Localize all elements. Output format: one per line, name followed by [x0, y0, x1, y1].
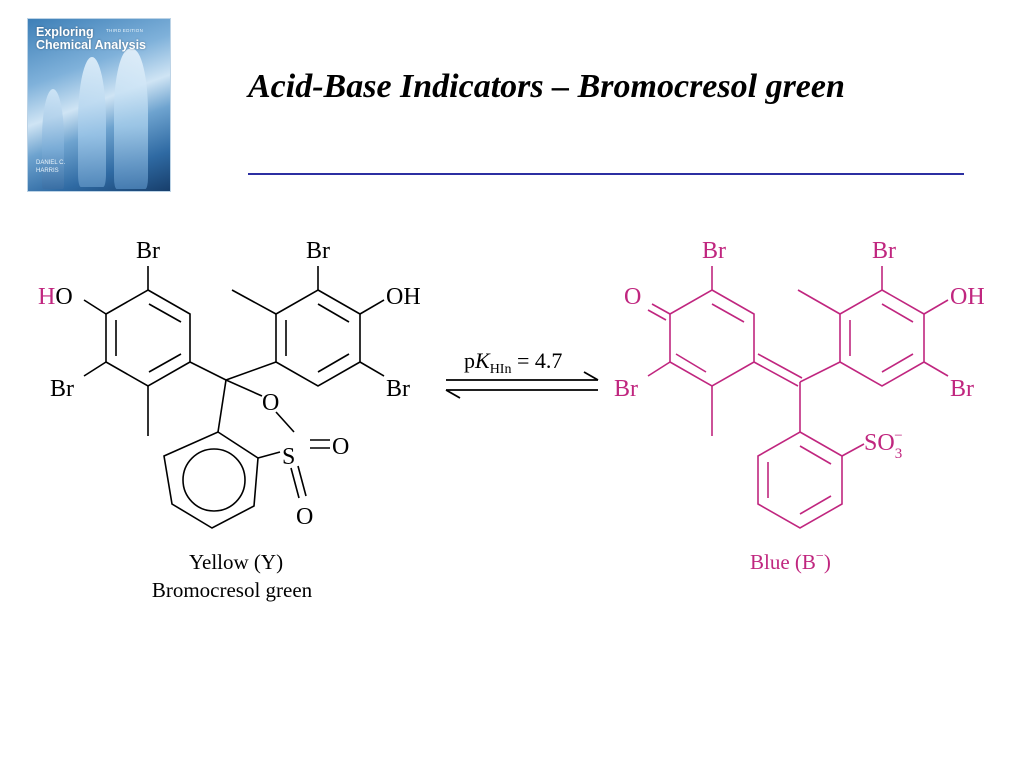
- cover-title-line: Chemical Analysis: [36, 38, 147, 52]
- cover-author-line: HARRIS: [36, 168, 59, 174]
- atom-br: Br: [950, 376, 974, 402]
- bond-br-b-blue-right: [923, 361, 949, 377]
- cover-ice-shape: [42, 89, 64, 189]
- bond-so3: [841, 443, 865, 457]
- blue-form-structure: [647, 266, 949, 529]
- book-cover-image: Exploring Chemical Analysis THIRD EDITIO…: [27, 18, 171, 192]
- atom-ho-o: O: [55, 284, 72, 310]
- caption-blue: Blue (B−): [750, 549, 831, 574]
- cover-author: DANIEL C. HARRIS: [36, 159, 65, 175]
- benzo-ring: [163, 431, 259, 529]
- atom-br: Br: [614, 376, 638, 402]
- exocyclic-double-bond: [753, 361, 799, 387]
- quinoid-double-bond: [675, 353, 707, 373]
- bond-c-ring: [217, 379, 227, 433]
- bond-s-o-double: [290, 467, 300, 499]
- ring-b-blue-double-bond: [881, 353, 914, 373]
- atom-oh: OH: [950, 284, 985, 310]
- benzo-ring-aromatic-circle: [182, 448, 246, 512]
- bond-c-o: [225, 379, 263, 397]
- cover-ice-shape: [78, 57, 106, 187]
- bond-br-q-left: [647, 361, 671, 377]
- bond-a-to-c: [189, 361, 227, 381]
- bond-b-to-c: [225, 361, 277, 381]
- ring-a: [105, 289, 191, 387]
- quinoid-double-bond: [711, 303, 745, 323]
- atom-br: Br: [702, 238, 726, 264]
- atom-oh: OH: [386, 284, 421, 310]
- exocyclic-double-bond: [757, 353, 803, 379]
- atom-s: S: [282, 444, 295, 470]
- cover-author-line: DANIEL C.: [36, 160, 66, 166]
- bond-keto: [651, 303, 671, 315]
- atom-br: Br: [136, 238, 160, 264]
- atom-ho: HO: [38, 284, 73, 310]
- methyl-b: [231, 289, 277, 315]
- atom-ho-h: H: [38, 284, 55, 310]
- bond-oh-b: [359, 299, 385, 315]
- atom-o: O: [332, 434, 349, 460]
- ring-b-blue-double-bond: [881, 303, 914, 323]
- atom-br: Br: [386, 376, 410, 402]
- atom-br: Br: [872, 238, 896, 264]
- ring-a-double-bond: [148, 353, 182, 373]
- atom-br: Br: [306, 238, 330, 264]
- sulfonate-double-bond: [799, 445, 832, 465]
- atom-br: Br: [50, 376, 74, 402]
- bond-br-b-right: [359, 361, 385, 377]
- atom-o: O: [262, 390, 279, 416]
- bond-b-to-c-blue: [799, 361, 841, 383]
- ring-b-double-bond: [317, 353, 350, 373]
- caption-compound-name: Bromocresol green: [152, 578, 313, 602]
- title-underline: [248, 173, 964, 175]
- cover-ice-shape: [114, 49, 148, 189]
- ring-a-double-bond: [148, 303, 182, 323]
- cover-title: Exploring Chemical Analysis: [36, 26, 146, 52]
- pka-label: pKHIn = 4.7: [464, 348, 562, 377]
- methyl-b-blue: [797, 289, 841, 315]
- sulfonate-double-bond: [799, 495, 832, 515]
- bond-oh-a: [83, 299, 107, 315]
- atom-o-keto: O: [624, 284, 641, 310]
- atom-o: O: [296, 504, 313, 530]
- bond-oh-b-blue: [923, 299, 949, 315]
- cover-title-line: Exploring: [36, 25, 94, 39]
- slide-title: Acid-Base Indicators – Bromocresol green: [248, 68, 845, 105]
- caption-yellow: Yellow (Y): [189, 550, 283, 574]
- bond-o-s: [275, 411, 295, 433]
- yellow-form-labels: Br Br HO OH Br Br O S O O Yellow (Y) Bro…: [38, 238, 421, 602]
- ring-b-double-bond: [317, 303, 350, 323]
- yellow-form-structure: [83, 266, 385, 529]
- atom-so3: SO3−: [864, 428, 903, 462]
- bond-br-a-left: [83, 361, 107, 377]
- bond-ring-s: [257, 451, 281, 459]
- blue-form-labels: Br Br O OH Br Br SO3− Blue (B−): [614, 238, 985, 574]
- bond-s-o-double: [297, 465, 307, 497]
- bond-keto: [647, 309, 667, 321]
- equilibrium-arrow: pKHIn = 4.7: [445, 348, 599, 399]
- cover-edition: THIRD EDITION: [106, 28, 144, 33]
